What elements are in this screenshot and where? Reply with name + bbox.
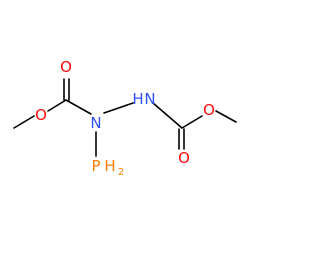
- bond-n-n: [103, 102, 134, 114]
- bond-methyl-left: [13, 115, 35, 129]
- atom-n-right: N: [144, 90, 155, 108]
- atom-n-left: N: [90, 114, 101, 132]
- atom-o-left-carbonyl: O: [60, 58, 72, 76]
- bond-c-n-left: [65, 99, 92, 115]
- bond-c-oester-right: [181, 115, 203, 129]
- bond-methyl-right: [215, 110, 237, 123]
- atom-o-right-ester: O: [203, 101, 215, 119]
- atom-h-on-n-right: H: [132, 90, 143, 108]
- atom-phosphorus: P: [91, 157, 100, 175]
- bond-n-c-right: [152, 102, 183, 129]
- atom-ph2-subscript: 2: [118, 167, 124, 178]
- atom-o-right-carbonyl: O: [178, 149, 190, 167]
- atom-o-left-ester: O: [35, 106, 47, 124]
- structure-svg: O O N N H P H 2 O O: [13, 58, 237, 178]
- bonds: [13, 78, 237, 157]
- bond-oester-c-left: [47, 99, 67, 112]
- molecule-diagram: O O N N H P H 2 O O: [13, 58, 237, 178]
- atom-ph2-hydrogen: H: [104, 157, 115, 175]
- atom-labels: O O N N H P H 2 O O: [35, 58, 215, 178]
